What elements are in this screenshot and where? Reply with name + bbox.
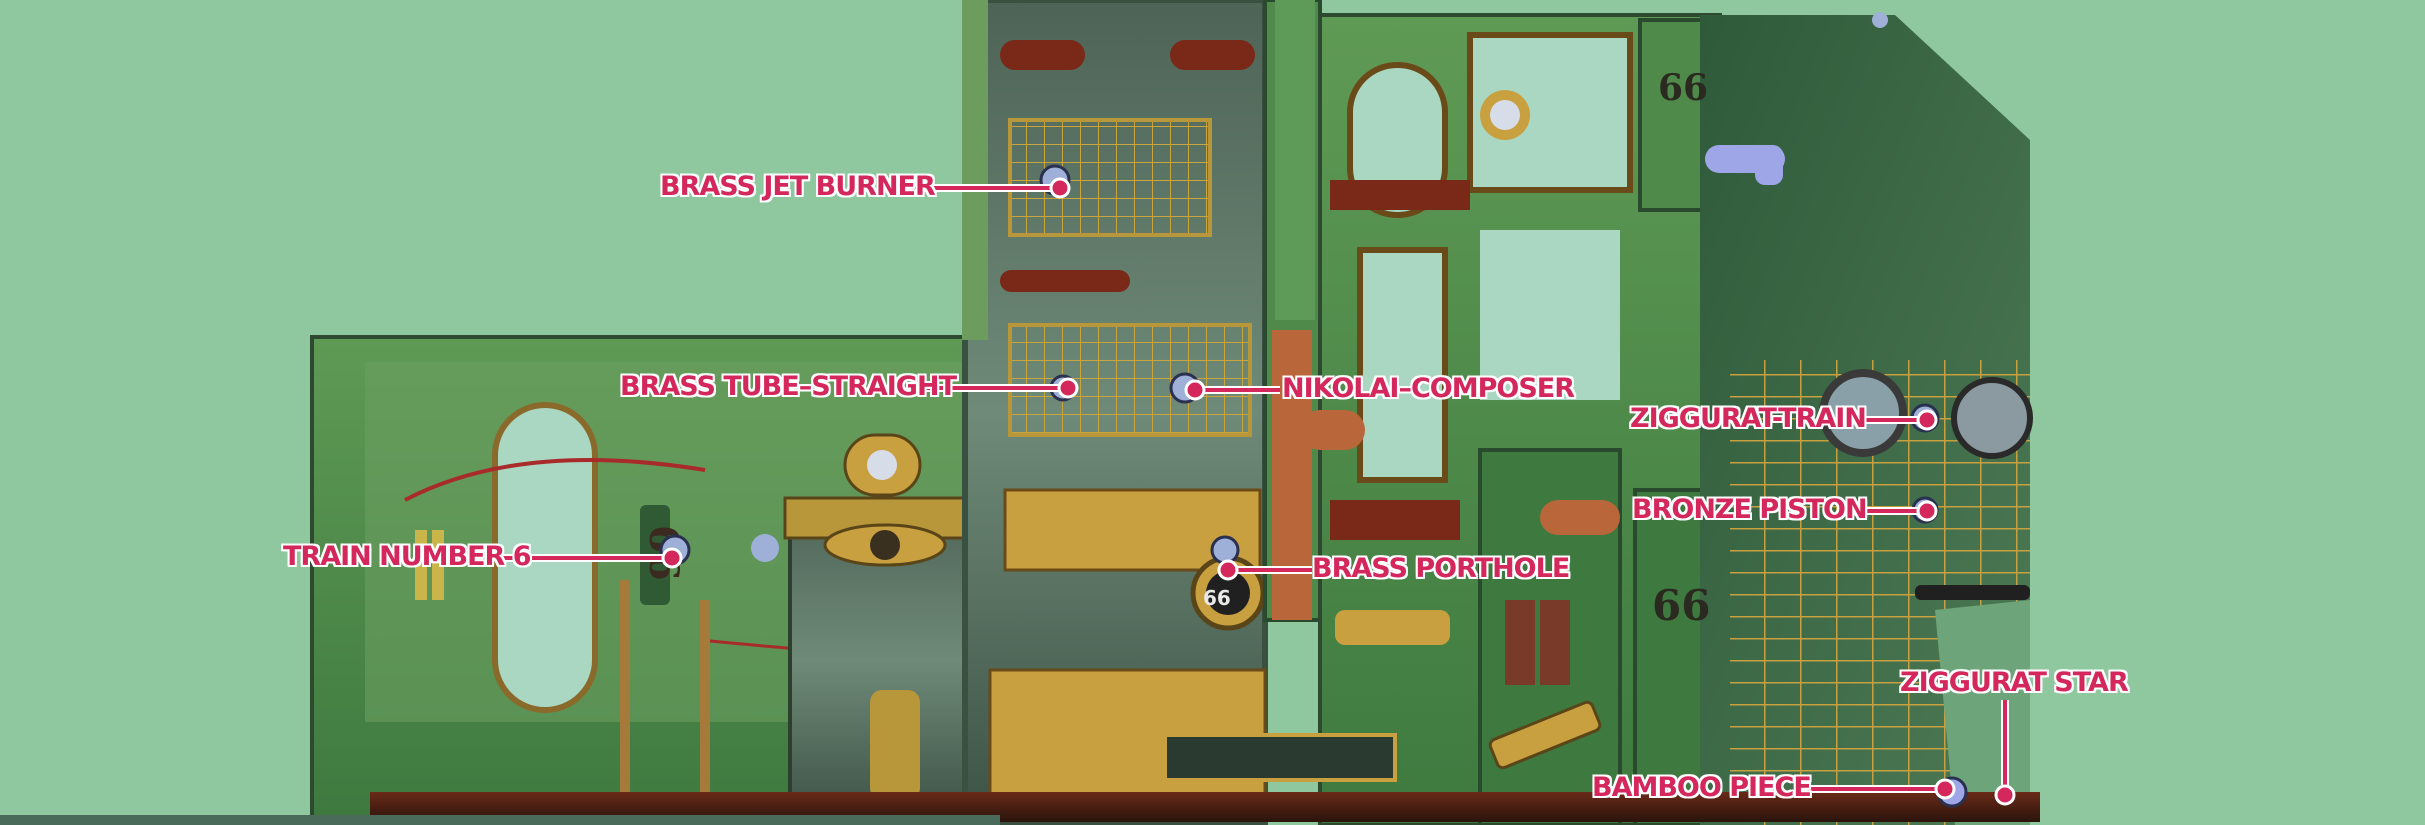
- label-ziggurat-star: ZIGGURAT STAR: [1900, 667, 2129, 698]
- label-bamboo-piece: BAMBOO PIECE: [1592, 772, 1812, 803]
- label-brass-jet-burner: BRASS JET BURNER: [660, 171, 936, 202]
- sign-19: 19: [1510, 613, 1566, 660]
- floor-strip: [0, 815, 1000, 825]
- label-nikolai-composer: NIKOLAI–COMPOSER: [1282, 373, 1575, 404]
- label-brass-tube-straight: BRASS TUBE–STRAIGHT: [620, 371, 957, 402]
- pipe-column: [1263, 0, 1322, 622]
- sign-66-d: 66: [1203, 586, 1231, 610]
- center-machine: [783, 433, 992, 822]
- sign-66-c: 66: [1652, 581, 1710, 630]
- middle-right-rooms: [1163, 13, 1722, 825]
- label-brass-porthole: BRASS PORTHOLE: [1312, 553, 1570, 584]
- label-ziggurat-train: ZIGGURAT-TRAIN: [1630, 403, 1867, 434]
- furnace-shaft: [962, 0, 1268, 825]
- sign-66-b: 66: [1658, 67, 1708, 109]
- label-bronze-piston: BRONZE PISTON: [1632, 494, 1868, 525]
- callout-dots: [661, 177, 2016, 806]
- label-train-number-6: TRAIN NUMBER 6: [283, 541, 532, 572]
